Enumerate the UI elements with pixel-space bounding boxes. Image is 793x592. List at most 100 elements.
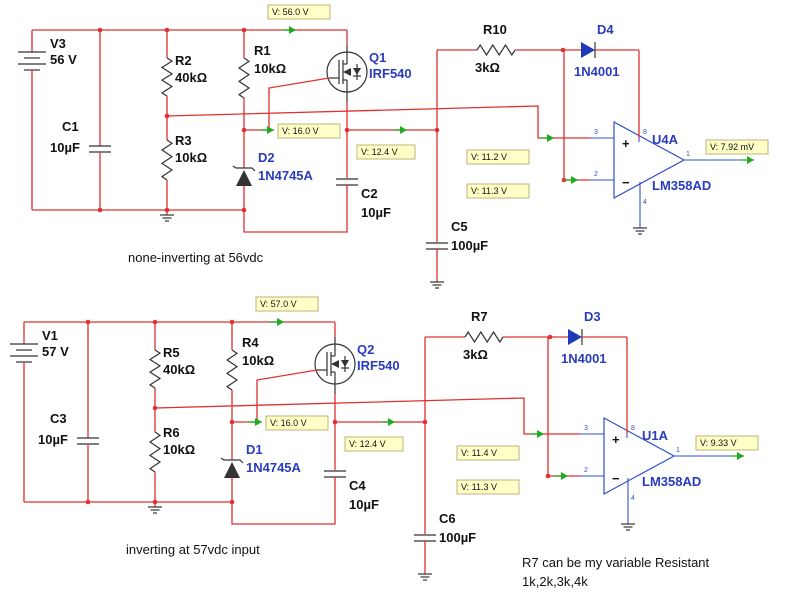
plus-sign: + — [622, 136, 630, 151]
cap-out-value: 10µF — [349, 497, 379, 512]
minus-sign: − — [622, 175, 630, 190]
probe-box — [705, 139, 769, 155]
circuit-title: inverting at 57vdc input — [126, 542, 260, 557]
r-bot-ref: R3 — [175, 133, 192, 148]
source-ref: V3 — [50, 36, 66, 51]
plus-sign: + — [612, 432, 620, 447]
r-top-value: 40kΩ — [163, 362, 195, 377]
r-top-ref: R2 — [175, 53, 192, 68]
r-series-value: 3kΩ — [463, 347, 488, 362]
r-bot-value: 10kΩ — [163, 442, 195, 457]
r-gate-value: 10kΩ — [242, 353, 274, 368]
voltage-probe: V: 16.0 V — [260, 123, 341, 139]
ground-symbol — [148, 506, 162, 514]
probe-arrow-icon — [248, 418, 262, 426]
cap-out-ref: C2 — [361, 186, 378, 201]
circuit-title: none-inverting at 56vdc — [128, 250, 264, 265]
probe-value: V: 56.0 V — [272, 7, 309, 17]
r-gate-ref: R1 — [254, 43, 271, 58]
voltage-probe: V: 9.33 V — [695, 435, 759, 460]
probe-value: V: 16.0 V — [270, 418, 307, 428]
diode-value: 1N4001 — [574, 64, 620, 79]
probe-arrow-icon — [554, 472, 568, 480]
diode-value: 1N4001 — [561, 351, 607, 366]
voltage-probe: V: 57.0 V — [255, 296, 319, 326]
probe-arrow-icon — [730, 452, 744, 460]
dc-voltage-source — [10, 322, 38, 502]
r-gate-value: 10kΩ — [254, 61, 286, 76]
input-capacitor — [89, 145, 111, 153]
diode-ref: D3 — [584, 309, 601, 324]
mosfet-ref: Q1 — [369, 50, 386, 65]
pin-plus: 3 — [594, 129, 598, 136]
pin-gnd: 4 — [643, 199, 647, 206]
opamp-icon: +− — [603, 416, 676, 496]
diode-ref: D4 — [597, 22, 614, 37]
probe-arrow-icon — [282, 26, 296, 34]
ground-symbol — [418, 573, 432, 581]
zener-ref: D2 — [258, 150, 275, 165]
r-series-value: 3kΩ — [475, 60, 500, 75]
r-top-ref: R5 — [163, 345, 180, 360]
zener-ref: D1 — [246, 442, 263, 457]
cap-in-ref: C3 — [50, 411, 67, 426]
cap-in-value: 10µF — [50, 140, 80, 155]
probe-arrow-icon — [740, 156, 754, 164]
probe-box — [277, 123, 341, 139]
r-series-ref: R7 — [471, 309, 488, 324]
probe-box — [265, 415, 329, 431]
r-top-value: 40kΩ — [175, 70, 207, 85]
source-value: 57 V — [42, 344, 69, 359]
probe-box — [456, 445, 520, 461]
minus-sign: − — [612, 471, 620, 486]
r-bot-ref: R6 — [163, 425, 180, 440]
pin-vcc: 8 — [643, 129, 647, 136]
opamp-ref: U4A — [652, 132, 679, 147]
source-ref: V1 — [42, 328, 58, 343]
zener-value: 1N4745A — [258, 168, 314, 183]
gate-resistor — [237, 57, 251, 99]
probe-arrow-icon — [540, 134, 554, 142]
probe-arrow-icon — [530, 430, 544, 438]
voltage-probe: V: 11.3 V — [456, 472, 568, 495]
mosfet-icon — [314, 337, 356, 394]
cap-in-ref: C1 — [62, 119, 79, 134]
cap-filter-value: 100µF — [439, 530, 476, 545]
voltage-probe: V: 11.3 V — [466, 176, 578, 199]
probe-value: V: 57.0 V — [260, 299, 297, 309]
r-series-ref: R10 — [483, 22, 507, 37]
opamp-value: LM358AD — [652, 178, 711, 193]
cap-filter-value: 100µF — [451, 238, 488, 253]
junction-dot — [545, 473, 551, 479]
mosfet-ref: Q2 — [357, 342, 374, 357]
probe-value: V: 11.2 V — [471, 152, 507, 162]
opamp-icon: +− — [613, 120, 686, 200]
filter-capacitor — [426, 242, 448, 250]
zener-diode-icon — [232, 165, 256, 186]
zener-value: 1N4745A — [246, 460, 302, 475]
ground-symbol — [160, 214, 174, 222]
voltage-probe: V: 11.4 V — [456, 430, 544, 461]
series-resistor — [464, 330, 504, 344]
pin-plus: 3 — [584, 425, 588, 432]
diode-icon — [568, 329, 583, 345]
note-text: R7 can be my variable Resistant 1k,2k,3k… — [522, 553, 709, 591]
pin-minus: 2 — [594, 171, 598, 178]
voltage-probe: V: 11.2 V — [466, 134, 554, 165]
cap-in-value: 10µF — [38, 432, 68, 447]
pin-vcc: 8 — [631, 425, 635, 432]
output-capacitor — [336, 178, 358, 186]
diode-icon — [581, 42, 596, 58]
probe-box — [466, 149, 530, 165]
voltage-probe: V: 12.4 V — [344, 418, 404, 452]
probe-box — [356, 144, 416, 160]
r-gate-ref: R4 — [242, 335, 259, 350]
probe-box — [255, 296, 319, 312]
opamp-ref: U1A — [642, 428, 669, 443]
probe-box — [267, 4, 331, 20]
ground-symbol — [633, 227, 647, 235]
pin-out: 1 — [676, 447, 680, 454]
